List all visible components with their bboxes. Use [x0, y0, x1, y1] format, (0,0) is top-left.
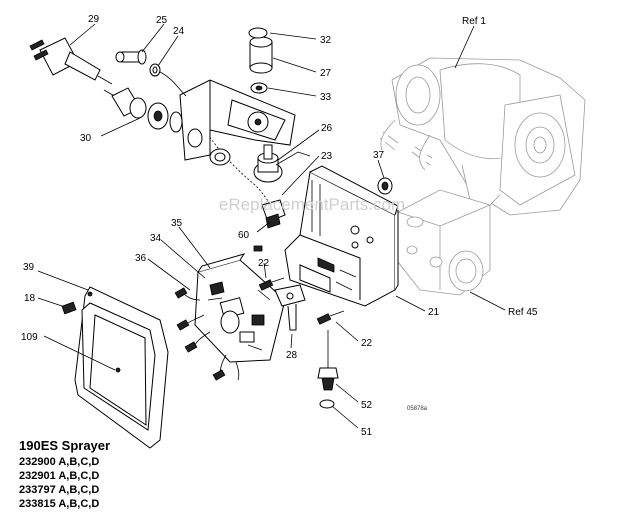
callout-27: 27 [320, 68, 332, 79]
callout-30: 30 [80, 133, 92, 144]
callout-ref-45: Ref 45 [508, 307, 538, 318]
power-cord-29 [29, 37, 141, 117]
callout-39: 39 [23, 262, 35, 273]
model-number: 233797 A,B,C,D [19, 484, 100, 496]
callout-51: 51 [361, 427, 373, 438]
callout-22-upper: 22 [258, 258, 270, 269]
watermark: eReplacementParts.com [219, 195, 405, 214]
callout-28: 28 [286, 350, 298, 361]
pump-block-ref45 [397, 189, 491, 296]
screw-18 [61, 301, 77, 315]
callout-33: 33 [320, 92, 332, 103]
transducer-52 [317, 330, 339, 391]
model-number: 232901 A,B,C,D [19, 470, 100, 482]
callout-35: 35 [171, 218, 183, 229]
caption: 190ES Sprayer 232900 A,B,C,D 232901 A,B,… [19, 438, 110, 511]
callout-22-lower: 22 [361, 338, 373, 349]
callout-23: 23 [321, 151, 333, 162]
callout-52: 52 [361, 400, 373, 411]
screw-22-lower [316, 310, 345, 325]
callout-32: 32 [320, 35, 332, 46]
circuit-board-35 [194, 253, 286, 363]
model-number: 232900 A,B,C,D [19, 456, 100, 468]
callout-109: 109 [21, 332, 38, 343]
mounting-plate [179, 79, 296, 166]
callout-26: 26 [321, 123, 333, 134]
callout-24: 24 [173, 26, 185, 37]
o-ring-32 [248, 27, 268, 39]
strain-relief-30 [129, 97, 183, 133]
cap-37 [377, 177, 393, 195]
switch-25 [115, 49, 147, 65]
nut-33 [250, 82, 268, 94]
callout-60: 60 [238, 230, 250, 241]
washer-24 [149, 63, 161, 77]
cover-109 [74, 286, 169, 449]
callout-18: 18 [24, 293, 36, 304]
motor-ref1 [379, 57, 586, 216]
callout-25: 25 [156, 15, 168, 26]
screw-22-upper [258, 277, 285, 291]
bracket-28 [274, 284, 306, 331]
sleeve-27 [249, 36, 273, 74]
callout-34: 34 [150, 233, 162, 244]
model-number: 233815 A,B,C,D [19, 498, 100, 510]
caption-title: 190ES Sprayer [19, 438, 111, 453]
pressure-knob-26 [253, 144, 311, 183]
control-box-21 [284, 165, 399, 307]
callout-21: 21 [428, 307, 440, 318]
figure-code: 05878a [407, 406, 428, 412]
wire-leads-36 [174, 287, 240, 381]
terminal-block-60 [261, 199, 286, 229]
callout-37: 37 [373, 150, 385, 161]
callout-ref-1: Ref 1 [462, 16, 486, 27]
callout-29: 29 [88, 14, 100, 25]
o-ring-51 [319, 399, 335, 409]
callout-36: 36 [135, 253, 147, 264]
screw-60 [253, 245, 263, 252]
